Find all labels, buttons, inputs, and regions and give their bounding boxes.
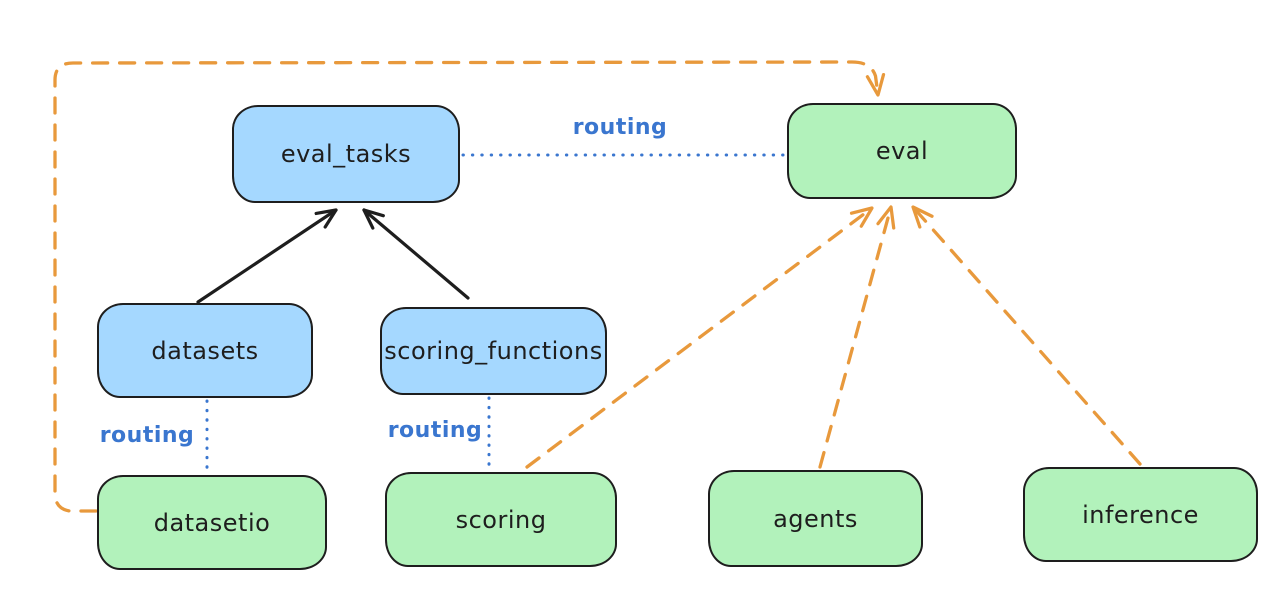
edge-scoring_functions-to-eval_tasks-arrow	[362, 208, 470, 300]
node-scoring-label: scoring	[455, 505, 547, 534]
edge-agents-to-eval-dashed-arrow	[818, 205, 896, 469]
edge-label-routing-datasets-datasetio: routing	[99, 423, 195, 448]
edge-scoring-to-eval-dashed-arrow	[525, 206, 874, 469]
node-inference: inference	[1023, 467, 1258, 562]
node-datasetio: datasetio	[97, 475, 327, 570]
edge-datasets-to-eval_tasks-arrow	[196, 208, 338, 304]
edge-inference-to-eval-dashed-arrow	[911, 205, 1142, 466]
node-datasets: datasets	[97, 303, 313, 398]
node-eval_tasks: eval_tasks	[232, 105, 460, 203]
node-agents: agents	[708, 470, 923, 567]
edge-datasetio-to-eval-dashed-arrow	[53, 60, 886, 513]
edge-label-routing-eval_tasks-eval: routing	[572, 115, 668, 140]
node-agents-label: agents	[773, 504, 858, 533]
node-scoring_functions-label: scoring_functions	[384, 337, 603, 365]
node-datasetio-label: datasetio	[153, 508, 271, 537]
node-eval-label: eval	[875, 137, 929, 165]
node-scoring: scoring	[385, 472, 617, 567]
node-eval: eval	[787, 103, 1017, 199]
node-datasets-label: datasets	[151, 336, 259, 365]
edge-label-routing-scoring_functions-scoring: routing	[387, 418, 483, 443]
node-inference-label: inference	[1082, 500, 1199, 529]
node-scoring_functions: scoring_functions	[380, 307, 607, 395]
node-eval_tasks-label: eval_tasks	[280, 140, 412, 168]
